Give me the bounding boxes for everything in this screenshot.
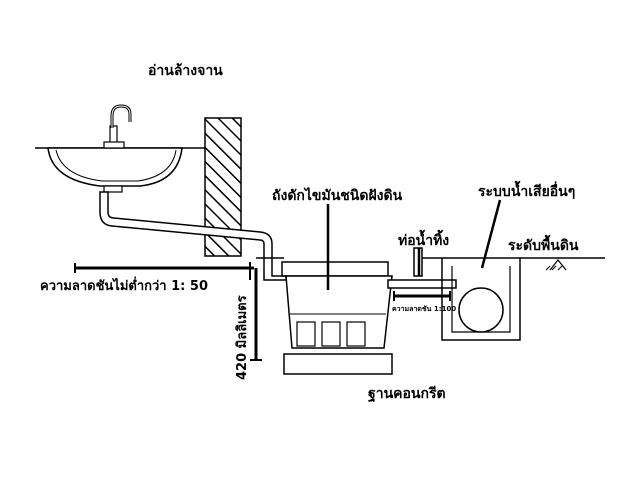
outlet-pipe: [387, 247, 457, 289]
concrete-base-label: ฐานคอนกรีต: [368, 386, 446, 403]
sink-basin: [47, 147, 183, 193]
ground-symbol: [545, 259, 567, 271]
grease-trap-tank: [281, 261, 393, 349]
concrete-base: [283, 353, 393, 375]
slope-main-label: ความลาดชันไม่ต่ำกว่า 1: 50: [40, 276, 208, 294]
slope-main-dimension: [74, 262, 254, 280]
ground-level-label: ระดับพื้นดิน: [508, 234, 579, 254]
wastewater-system-label: ระบบน้ำเสียอื่นๆ: [478, 180, 575, 200]
depth-label: 420 มิลลิเมตร: [235, 295, 250, 380]
sink-label: อ่านล้างจาน: [148, 63, 223, 79]
slope-outlet-dimension: [393, 291, 451, 301]
drain-pipe-label: ท่อน้ำทิ้ง: [398, 229, 449, 249]
faucet: [103, 104, 132, 149]
wastewater-manhole: [441, 258, 521, 341]
grease-trap-label: ถังดักไขมันชนิดฝังดิน: [272, 186, 403, 204]
depth-dimension: [250, 268, 262, 361]
wastewater-leader: [480, 199, 502, 269]
slope-outlet-label: ความลาดชัน 1:100: [392, 305, 456, 313]
